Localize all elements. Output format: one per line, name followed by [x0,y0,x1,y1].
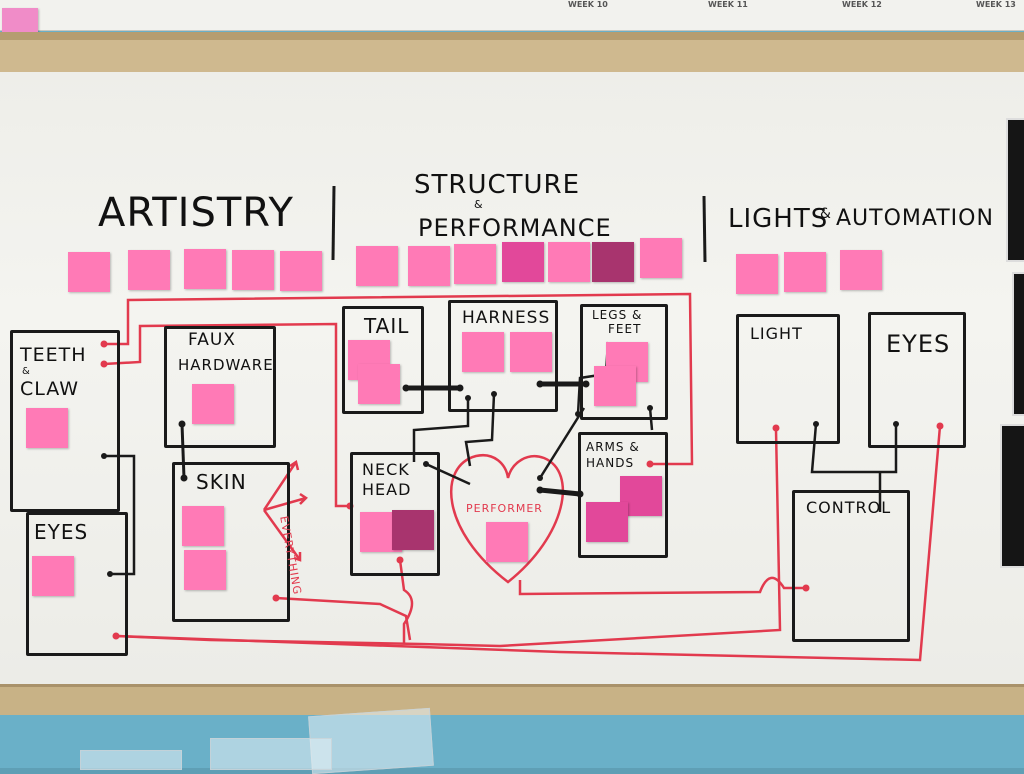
red-connection-line [115,425,942,662]
sticky-note [784,252,826,292]
box-label-arms: ARMS & [586,440,640,454]
connector-pill [539,487,581,497]
sticky-note [502,242,544,282]
black-connection-line [180,423,186,479]
section-divider [331,185,336,261]
sticky-note [184,249,226,289]
everything-arrows [262,461,307,561]
red-connection-line [398,559,414,644]
box-faux-hardware [164,326,276,448]
section-title-structure: STRUCTURE [414,170,581,200]
section-title-performance: PERFORMANCE [418,214,612,242]
sticky-note [192,384,234,424]
sticky-note [548,242,590,282]
box-label-skin: SKIN [196,470,247,494]
wall-poster [1012,272,1024,416]
calendar-week-label: WEEK 11 [708,0,748,9]
box-label-light: LIGHT [750,324,803,343]
box-label-neck: NECK [362,460,410,479]
calendar-week-label: WEEK 12 [842,0,882,9]
sticky-note [280,251,322,291]
box-teeth-claw [10,330,120,512]
sticky-note [232,250,274,290]
sticky-note [594,366,636,406]
box-light [736,314,840,444]
box-label-eyes-right: EYES [886,330,951,358]
sticky-note [358,364,400,404]
sticky-note [182,506,224,546]
box-eyes-left [26,512,128,656]
red-connection-line [518,576,806,596]
box-label-head: HEAD [362,480,412,499]
whiteboard [0,72,1024,684]
sticky-note [128,250,170,290]
sticky-note [408,246,450,286]
box-eyes-right [868,312,966,448]
wall-poster [1000,424,1024,568]
box-harness [448,300,558,412]
box-label-harness: HARNESS [462,308,551,328]
box-skin [172,462,290,622]
section-title-lights: LIGHTS [728,204,829,234]
sticky-note [68,252,110,292]
sticky-note [486,522,528,562]
whiteboard-frame-bottom [0,684,1024,715]
section-title-automation: AUTOMATION [836,206,994,231]
sticky-note [640,238,682,278]
box-label-claw: CLAW [20,378,80,400]
black-connection-line [810,423,898,474]
sticky-note [184,550,226,590]
box-neck-head [350,452,440,576]
red-connection-line [275,596,412,641]
box-arms-hands [578,432,668,558]
box-label-control: CONTROL [806,498,892,517]
performer-heart [449,453,565,584]
box-tail [342,306,424,414]
sticky-note [26,408,68,448]
red-connection-line [103,322,350,508]
box-label-legs: LEGS & [592,308,643,322]
black-connection-line [538,407,586,479]
calendar-week-label: WEEK 10 [568,0,608,9]
section-title-artistry: ARTISTRY [98,190,294,236]
box-control [792,490,910,642]
performer-label: PERFORMER [466,502,543,515]
box-label-feet: FEET [608,322,642,336]
calendar-week-label: WEEK 13 [976,0,1016,9]
black-connection-line [412,398,470,462]
box-label-hardware: HARDWARE [178,356,274,374]
sticky-note [356,246,398,286]
sticky-note [736,254,778,294]
black-connection-line [464,393,496,467]
black-connection-line [425,462,471,486]
box-label-faux: FAUX [188,330,236,350]
sticky-note [586,502,628,542]
sticky-note [840,250,882,290]
sticky-note [454,244,496,284]
sticky-note [462,332,504,372]
box-label-teeth: TEETH [20,344,87,366]
sticky-note [32,556,74,596]
sticky-note [510,332,552,372]
whiteboard-frame-lip [0,32,1024,40]
box-label-tail: TAIL [364,314,410,338]
section-divider [702,195,707,263]
section-title-ampersand: & [820,206,832,222]
sticky-note [392,510,434,550]
box-label-ampersand: & [22,366,31,377]
sticky-note [592,242,634,282]
wall-calendar: WEEK 10 WEEK 11 WEEK 12 WEEK 13 [0,0,1024,31]
box-label-eyes: EYES [34,520,89,544]
box-label-hands: HANDS [586,456,635,470]
box-legs-feet [580,304,668,420]
section-title-ampersand: & [474,198,484,211]
wall-poster [1006,118,1024,262]
red-connection-line [104,292,694,466]
